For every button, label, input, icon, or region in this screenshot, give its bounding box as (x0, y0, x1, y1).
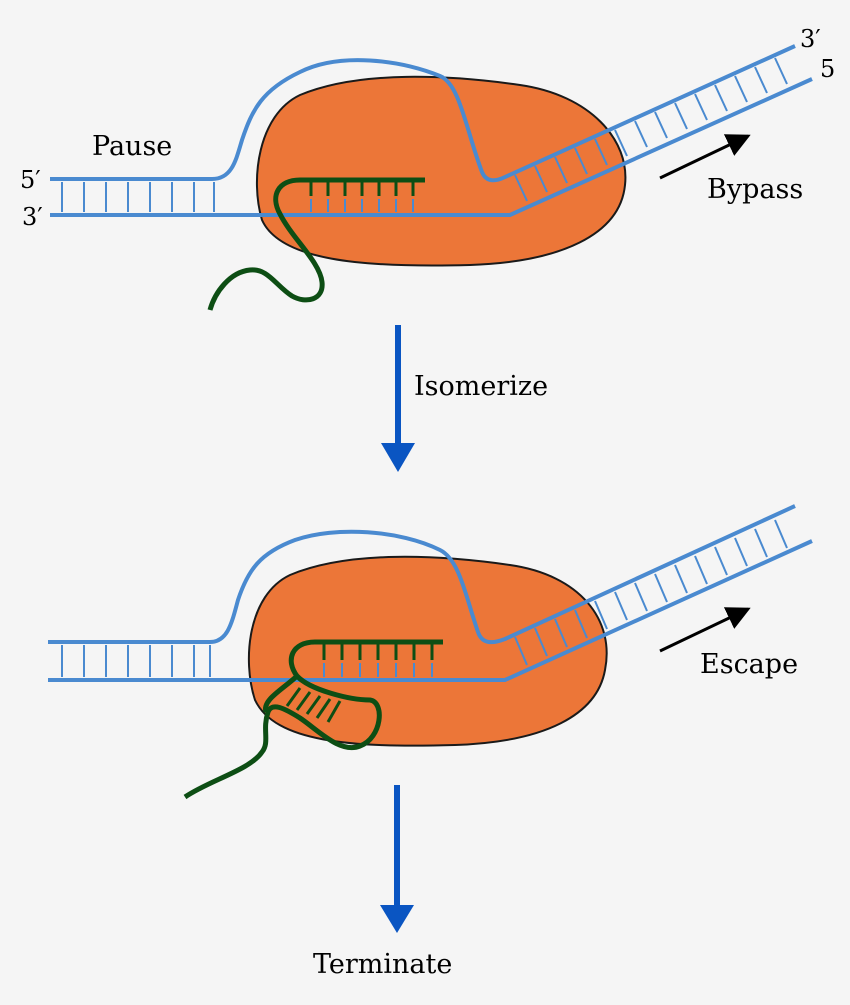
rna-transcript-bottom (183, 639, 443, 800)
polymerase-top (256, 75, 627, 267)
nontemplate-strand-bottom (48, 504, 796, 645)
isomerize-arrow-head (381, 443, 415, 472)
pause-state: Pause 5′ 3′ 3′ 5 Bypass (20, 25, 835, 311)
bypass-arrow (659, 134, 751, 180)
template-strand-top (50, 77, 813, 217)
strand-end-left-bottom: 3′ (22, 203, 43, 231)
dna-basepairs-left-bottom (61, 645, 211, 677)
escape-arrow (659, 607, 751, 653)
rna-hairpin-loop (263, 674, 299, 713)
nontemplate-strand-top (50, 44, 796, 183)
terminate-arrow-head (380, 905, 414, 933)
bypass-label: Bypass (707, 174, 803, 205)
rna-transcript-top (207, 177, 425, 311)
terminate-label: Terminate (313, 949, 452, 980)
dna-basepairs-left-top (61, 182, 215, 212)
rna-hairpin-stem (285, 687, 342, 723)
rna-dna-hybrid-bottom (322, 642, 434, 660)
rna-dna-hybrid-top (309, 180, 415, 196)
paused-hairpin-state: Escape (48, 504, 813, 800)
escape-label: Escape (700, 649, 798, 680)
terminate-step: Terminate (313, 785, 452, 980)
template-strand-bottom (48, 539, 813, 682)
dna-basepairs-right-bottom (514, 519, 788, 666)
template-hybrid-ticks-top (310, 199, 414, 212)
polymerase-bottom (247, 555, 608, 747)
strand-end-right-top: 3′ (800, 25, 821, 53)
strand-end-right-bottom: 5 (820, 55, 835, 83)
dna-basepairs-right-top (514, 57, 788, 202)
isomerize-label: Isomerize (414, 371, 548, 402)
isomerize-step: Isomerize (381, 325, 548, 472)
template-hybrid-ticks-bottom (323, 663, 433, 677)
strand-end-left-top: 5′ (20, 166, 41, 194)
pause-label: Pause (92, 131, 172, 162)
